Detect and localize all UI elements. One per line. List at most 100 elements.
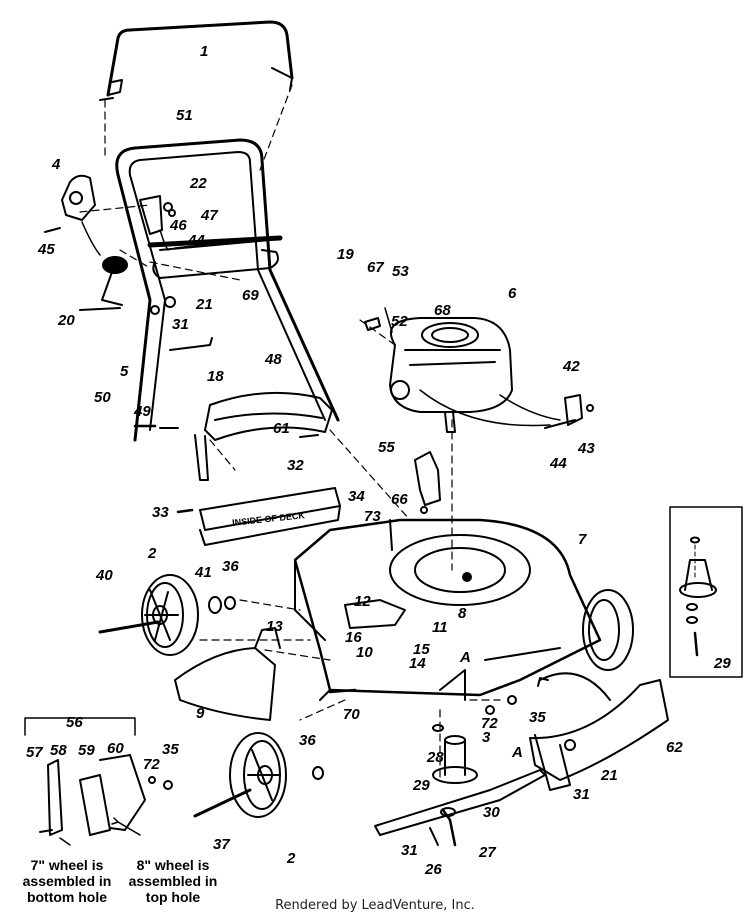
bolt-part [164,296,176,308]
callout-49: 49 [134,403,151,420]
callout-57: 57 [26,744,43,761]
nut-part [507,695,517,705]
callout-2-upper: 2 [148,545,157,562]
callout-6: 6 [508,285,517,302]
bracket-part [414,451,441,506]
callout-36-upper: 36 [222,558,239,575]
rear-wheel-part [229,732,287,818]
callout-33: 33 [152,504,169,521]
clip-part [364,317,381,331]
callout-5: 5 [120,363,129,380]
callout-12: 12 [354,593,371,610]
callout-29-inset: 29 [714,655,731,672]
callout-68: 68 [434,302,451,319]
callout-36-lower: 36 [299,732,316,749]
note-top-hole: 8" wheel is assembled in top hole [128,857,218,905]
deck-shield-part [199,487,341,546]
callout-56: 56 [66,714,83,731]
pin-part [299,434,319,438]
axle-bolt-part [98,620,160,634]
callout-44-upper: 44 [188,232,205,249]
callout-4: 4 [52,156,61,173]
note-bottom-hole: 7" wheel is assembled in bottom hole [22,857,112,905]
callout-11: 11 [432,619,448,636]
callout-27: 27 [479,844,496,861]
callout-67: 67 [367,259,384,276]
callout-35-wheel: 35 [162,741,179,758]
callout-16: 16 [345,629,362,646]
callout-66: 66 [391,491,408,508]
cable-part [159,229,169,251]
callout-37: 37 [213,836,230,853]
callout-18: 18 [207,368,224,385]
spacer-part [150,305,160,315]
callout-45: 45 [38,241,55,258]
callout-13: 13 [266,618,283,635]
engine-control-part [544,394,594,429]
callout-55: 55 [378,439,395,456]
callout-48: 48 [265,351,282,368]
callout-31-upper: 31 [172,316,189,333]
note-arrow [117,821,141,836]
screw-part [176,508,194,514]
callout-A-bracket: A [512,744,523,761]
inset-detail-box [669,506,743,678]
callout-10: 10 [356,644,373,661]
spacer-part [208,596,222,614]
blade-bolt-part [441,808,457,847]
callout-58: 58 [50,742,67,759]
callout-22: 22 [190,175,207,192]
note-arrow [111,817,119,825]
note-arrow [59,837,71,846]
nut-part [485,705,495,715]
callout-29-blade: 29 [413,777,430,794]
bracket-part [139,195,163,235]
callout-53: 53 [392,263,409,280]
callout-30: 30 [483,804,500,821]
callout-47: 47 [201,207,218,224]
washer-part [312,766,324,780]
direction-arrow [539,672,611,701]
callout-70: 70 [343,706,360,723]
callout-1: 1 [200,43,209,60]
callout-21-upper: 21 [196,296,213,313]
callout-73: 73 [364,508,381,525]
bolt-part [328,688,357,694]
wheel-adapter-assembly-part [24,717,173,836]
assembly-guide-lines [79,84,501,781]
callout-31-bracket: 31 [573,786,590,803]
bolt-part [429,827,439,846]
render-credit: Rendered by LeadVenture, Inc. [275,898,475,913]
callout-31-blade: 31 [401,842,418,859]
control-bar-part [147,235,283,248]
callout-35-deck: 35 [529,709,546,726]
callout-19: 19 [337,246,354,263]
wire-part [384,307,393,333]
rear-wheel-part [582,589,634,671]
screw-part [420,506,428,514]
callout-28: 28 [427,749,444,766]
upper-handle-part [99,20,294,101]
callout-A-deck: A [460,649,471,666]
callout-15: 15 [413,641,430,658]
starter-handle-part [79,256,128,311]
rear-bracket-part [529,679,669,791]
callout-9: 9 [196,705,205,722]
height-adjuster-part [344,599,406,629]
callout-8: 8 [458,605,467,622]
axle-bolt-part [193,788,252,818]
front-wheel-part [141,574,199,656]
washer-part [432,724,444,732]
callout-51: 51 [176,107,193,124]
callout-42: 42 [563,358,580,375]
blade-adapter-part [432,735,478,784]
callout-3: 3 [482,729,491,746]
callout-50: 50 [94,389,111,406]
callout-43: 43 [578,440,595,457]
washer-part [168,209,176,217]
discharge-deflector-part [174,627,281,721]
direction-arrow [537,677,549,687]
callout-26: 26 [425,861,442,878]
callout-72-wheel: 72 [143,756,160,773]
callout-20: 20 [58,312,75,329]
